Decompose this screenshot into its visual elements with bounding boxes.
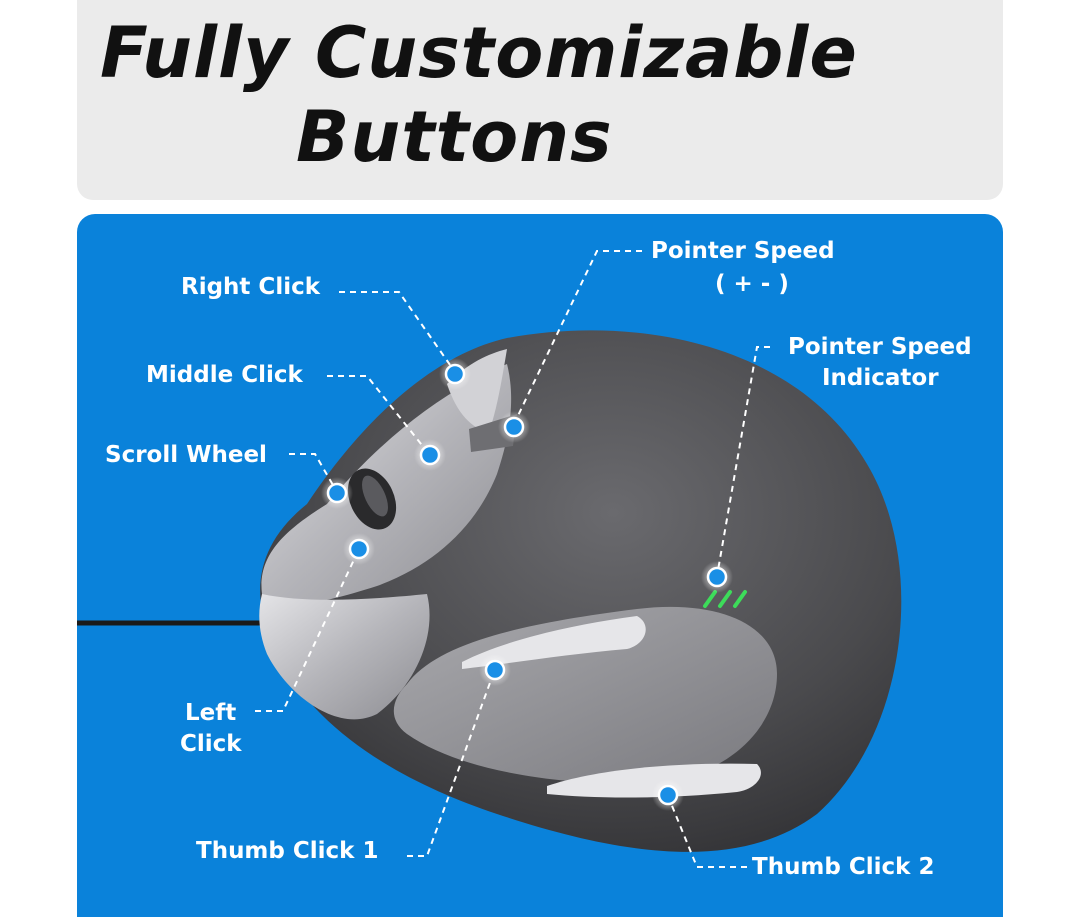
label-scroll-wheel: Scroll Wheel — [105, 442, 267, 468]
marker-thumb-2 — [652, 779, 684, 811]
thumb-button-2 — [547, 763, 761, 798]
callout-lines — [255, 250, 770, 868]
line-pointer-speed — [512, 250, 642, 427]
marker-pointer-speed — [498, 411, 530, 443]
marker-scroll-wheel — [321, 477, 353, 509]
thumb-button-1 — [462, 616, 646, 669]
label-indicator-2: Indicator — [822, 365, 939, 391]
label-middle-click: Middle Click — [146, 362, 303, 388]
line-indicator — [716, 346, 770, 577]
line-left-click — [255, 548, 360, 712]
title-banner — [77, 0, 1003, 200]
label-thumb-click-1: Thumb Click 1 — [196, 838, 379, 864]
title-line-1: Fully Customizable — [100, 12, 858, 94]
title-line-2: Buttons — [296, 96, 613, 178]
label-thumb-click-2: Thumb Click 2 — [752, 854, 935, 880]
marker-right-click — [439, 358, 471, 390]
marker-indicator — [701, 561, 733, 593]
mouse-illustration — [77, 250, 902, 868]
marker-thumb-1 — [479, 654, 511, 686]
line-right-click — [339, 291, 456, 373]
callout-markers — [321, 358, 733, 811]
right-button — [447, 349, 507, 432]
diagram-panel: Right Click Middle Click Scroll Wheel Le… — [77, 214, 1003, 917]
line-thumb-2 — [667, 795, 747, 868]
label-indicator-1: Pointer Speed — [788, 334, 972, 360]
speed-indicator-leds — [703, 590, 747, 608]
label-pointer-speed-sub: ( + - ) — [715, 271, 789, 297]
marker-middle-click — [414, 439, 446, 471]
line-middle-click — [327, 375, 430, 455]
label-left-click-2: Click — [180, 731, 242, 757]
marker-left-click — [343, 533, 375, 565]
mouse-base — [259, 594, 430, 720]
label-right-click: Right Click — [181, 274, 321, 300]
label-left-click-1: Left — [185, 700, 237, 726]
label-pointer-speed: Pointer Speed — [651, 238, 835, 264]
